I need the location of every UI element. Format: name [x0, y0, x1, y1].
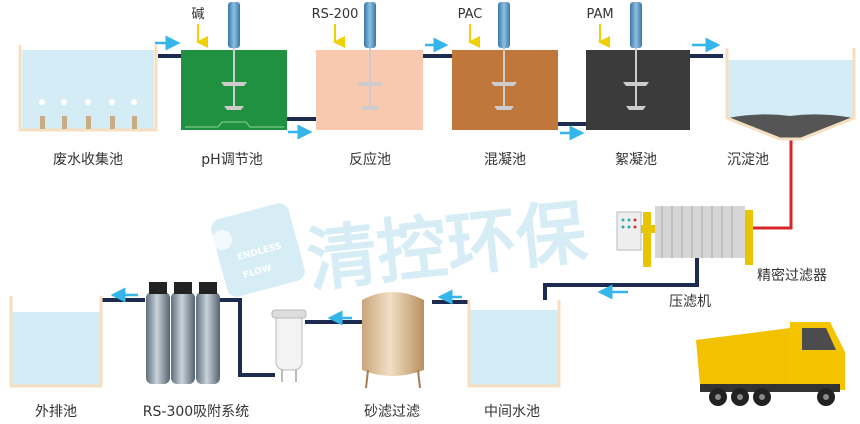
- sand-filter: [362, 292, 424, 389]
- label-adsorption-system: RS-300吸附系统: [143, 404, 249, 420]
- label-discharge-tank: 外排池: [35, 404, 77, 420]
- agitator-icon: [357, 2, 383, 110]
- discharge-tank: [9, 296, 103, 388]
- agitator-icon: [623, 2, 649, 110]
- watermark: ENDLESS FLOW 清控环保: [211, 191, 591, 302]
- filter-press: [616, 206, 753, 267]
- wastewater-tank: [18, 45, 158, 132]
- agitators: [221, 2, 649, 110]
- label-flocculation-tank: 絮凝池: [615, 151, 657, 168]
- dump-truck-icon: [696, 322, 845, 406]
- label-intermediate-tank: 中间水池: [484, 404, 540, 420]
- sludge-pipe: [752, 140, 793, 230]
- label-ph-tank: pH调节池: [201, 152, 262, 168]
- dosing-label-flocculation: PAM: [586, 7, 613, 22]
- dosing-label-coagulation: PAC: [458, 7, 483, 22]
- flow-arrows: [110, 35, 721, 326]
- settling-tank: [725, 48, 856, 141]
- label-precision-filter: 精密过滤器: [757, 267, 827, 284]
- dosing-label-reaction: RS-200: [312, 7, 359, 22]
- adsorption-columns: [146, 282, 220, 384]
- flocculation-tank: [586, 50, 690, 130]
- dosing-label-ph: 碱: [191, 7, 204, 22]
- bag-filter: [271, 309, 307, 382]
- label-filter-press: 压滤机: [669, 294, 711, 310]
- label-settling-tank: 沉淀池: [727, 152, 769, 168]
- agitator-icon: [221, 2, 247, 110]
- label-sand-filter: 砂滤过滤: [364, 404, 420, 420]
- label-wastewater-tank: 废水收集池: [53, 151, 123, 168]
- agitator-icon: [491, 2, 517, 110]
- label-coagulation-tank: 混凝池: [484, 152, 526, 168]
- intermediate-tank: [467, 300, 561, 388]
- dosing-arrows: [196, 24, 610, 48]
- label-reaction-tank: 反应池: [349, 151, 391, 168]
